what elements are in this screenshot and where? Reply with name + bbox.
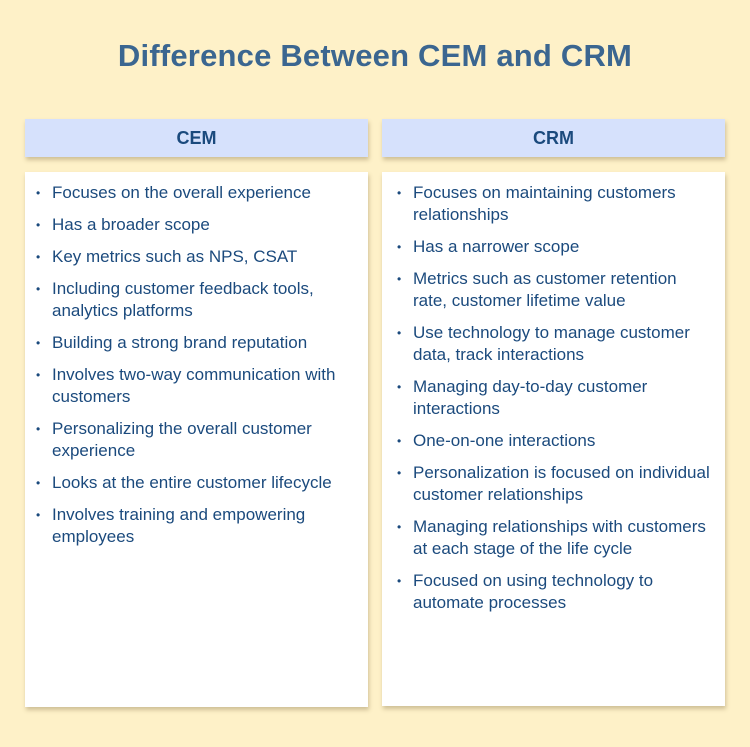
bullet-icon: • [36,336,41,350]
page-title: Difference Between CEM and CRM [117,38,633,73]
crm-list-item: • Personalization is focused on individua… [382,462,713,506]
crm-list-item: • Managing day-to-day customer interactio… [382,376,713,420]
bullet-icon: • [397,186,402,200]
bullet-icon: • [36,508,41,522]
crm-list-item: • Use technology to manage customer data,… [382,322,713,366]
bullet-icon: • [397,574,402,588]
crm-list-item: • Has a narrower scope [382,236,713,258]
bullet-icon: • [36,422,41,436]
bullet-icon: • [397,272,402,286]
cem-list: • Focuses on the overall experience • Has … [25,172,368,548]
cem-item-text: Involves two-way communication with cust… [52,365,336,406]
crm-item-text: Use technology to manage customer data, … [413,323,690,364]
crm-list-item: • Focuses on maintaining customers relati… [382,182,713,226]
bullet-icon: • [397,466,402,480]
cem-list-item: • Involves training and empowering employ… [25,504,356,548]
crm-item-text: Managing day-to-day customer interaction… [413,377,648,418]
cem-list-item: • Has a broader scope [25,214,356,236]
cem-list-item: • Involves two-way communication with cus… [25,364,356,408]
crm-item-text: Focuses on maintaining customers relatio… [413,183,676,224]
crm-list-item: • Focused on using technology to automate… [382,570,713,614]
crm-list-item: • Metrics such as customer retention rate… [382,268,713,312]
bullet-icon: • [36,186,41,200]
bullet-icon: • [36,218,41,232]
crm-item-text: Personalization is focused on individual… [413,463,710,504]
crm-item-text: One-on-one interactions [413,431,596,450]
cem-column-header: CEM [25,119,368,157]
crm-list: • Focuses on maintaining customers relati… [382,172,725,614]
bullet-icon: • [36,368,41,382]
crm-column-box: • Focuses on maintaining customers relati… [382,172,725,706]
cem-item-text: Building a strong brand reputation [52,333,308,352]
crm-item-text: Metrics such as customer retention rate,… [413,269,677,310]
cem-list-item: • Including customer feedback tools, anal… [25,278,356,322]
crm-list-item: • One-on-one interactions [382,430,713,452]
cem-list-item: • Key metrics such as NPS, CSAT [25,246,356,268]
crm-item-text: Managing relationships with customers at… [413,517,706,558]
cem-item-text: Involves training and empowering employe… [52,505,306,546]
bullet-icon: • [397,380,402,394]
cem-column-box: • Focuses on the overall experience • Has … [25,172,368,707]
bullet-icon: • [36,476,41,490]
cem-list-item: • Personalizing the overall customer expe… [25,418,356,462]
bullet-icon: • [397,520,402,534]
cem-item-text: Personalizing the overall customer exper… [52,419,312,460]
cem-item-text: Focuses on the overall experience [52,183,311,202]
cem-list-item: • Looks at the entire customer lifecycle [25,472,356,494]
bullet-icon: • [36,282,41,296]
crm-column-header: CRM [382,119,725,157]
bullet-icon: • [397,326,402,340]
bullet-icon: • [397,434,402,448]
crm-item-text: Has a narrower scope [413,237,580,256]
cem-list-item: • Building a strong brand reputation [25,332,356,354]
cem-list-item: • Focuses on the overall experience [25,182,356,204]
bullet-icon: • [397,240,402,254]
crm-item-text: Focused on using technology to automate … [413,571,654,612]
cem-item-text: Key metrics such as NPS, CSAT [52,247,298,266]
bullet-icon: • [36,250,41,264]
cem-item-text: Has a broader scope [52,215,210,234]
cem-item-text: Looks at the entire customer lifecycle [52,473,332,492]
crm-list-item: • Managing relationships with customers a… [382,516,713,560]
cem-item-text: Including customer feedback tools, analy… [52,279,314,320]
